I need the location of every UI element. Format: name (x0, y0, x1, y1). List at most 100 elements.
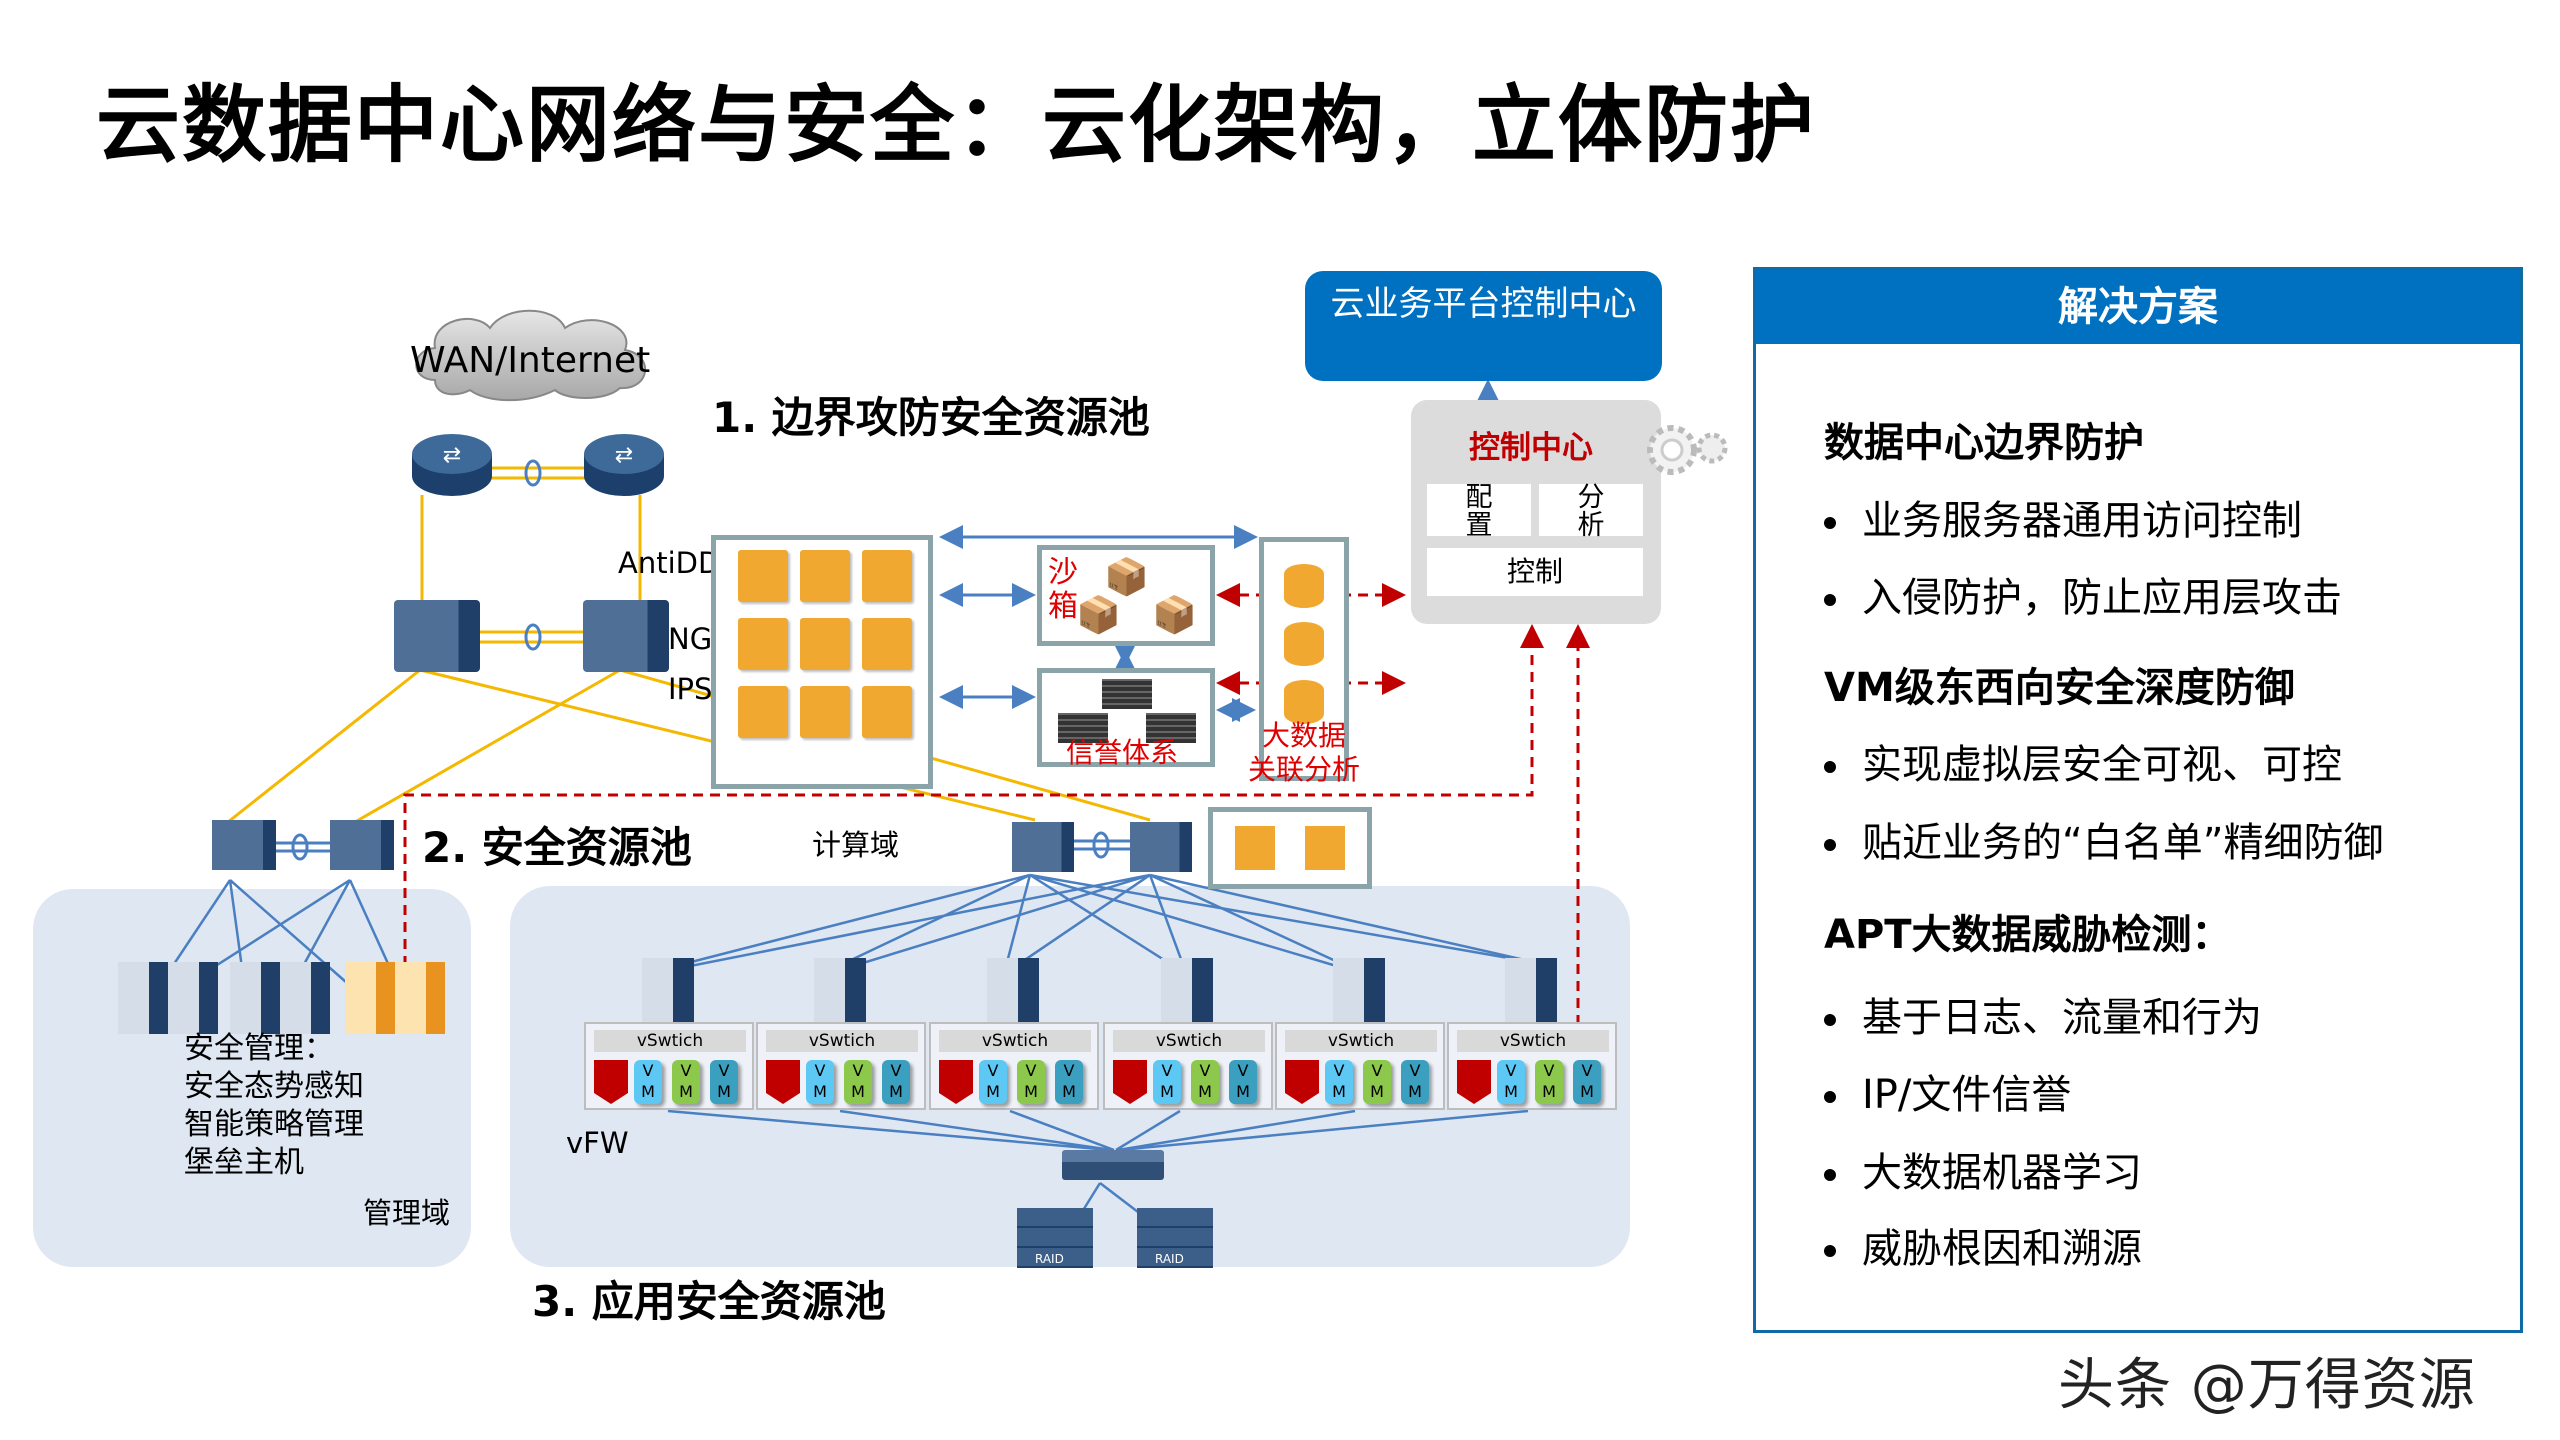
antiddos-device-icon (738, 550, 788, 602)
vm-label: V (1063, 1061, 1075, 1080)
border-security-pool (711, 535, 933, 789)
server-icon (280, 962, 330, 1034)
raid-label: RAID (1155, 1252, 1184, 1266)
control-center-box: 控制中心 配置 分析 控制 (1411, 400, 1661, 624)
vm-label: V (1409, 1061, 1421, 1080)
server-icon (1161, 958, 1213, 1026)
vfw-firewall-icon (766, 1060, 800, 1104)
server-icon (345, 962, 395, 1034)
router-icon: ⇄ (412, 434, 492, 496)
server-icon (118, 962, 168, 1034)
vm-label: M (1198, 1082, 1212, 1101)
vswitch-label: vSwtich (766, 1030, 918, 1052)
solution-panel: 解决方案 数据中心边界防护 业务服务器通用访问控制 入侵防护，防止应用层攻击 V… (1753, 267, 2523, 1333)
vm-label: M (717, 1082, 731, 1101)
vm-label: M (641, 1082, 655, 1101)
sandbox-box: 沙箱 📦 📦 📦 (1037, 545, 1215, 646)
vm-label: M (1504, 1082, 1518, 1101)
vm-label: M (851, 1082, 865, 1101)
sandbox-box-icon: 📦 (1104, 557, 1149, 598)
raid-label: RAID (1035, 1252, 1064, 1266)
mgmt-switch-icon (330, 820, 394, 870)
bullet-text: 基于日志、流量和行为 (1862, 995, 2262, 1041)
compute-domain-label: 计算域 (812, 828, 900, 862)
mgmt-text-line: 智能策略管理 (184, 1107, 364, 1142)
server-rack-icon (1102, 679, 1152, 709)
section-title: VM级东西向安全深度防御 (1824, 665, 2295, 711)
vm-label: V (1505, 1061, 1517, 1080)
vm-label: M (813, 1082, 827, 1101)
vm-label: M (1542, 1082, 1556, 1101)
ips-device-icon (1305, 826, 1345, 870)
bullet-text: 入侵防护，防止应用层攻击 (1862, 575, 2342, 621)
antiddos-device-icon (800, 550, 850, 602)
control-cell: 控制 (1427, 548, 1643, 596)
vswitch-label: vSwtich (1113, 1030, 1265, 1052)
vm-label: M (1370, 1082, 1384, 1101)
bullet-text: IP/文件信誉 (1862, 1072, 2072, 1118)
bullet-text: 贴近业务的“白名单”精细防御 (1862, 820, 2384, 866)
vm-label: M (1408, 1082, 1422, 1101)
vfw-firewall-icon (1457, 1060, 1491, 1104)
compute-security-pool (1208, 807, 1372, 889)
vm-label: V (852, 1061, 864, 1080)
bullet-item: IP/文件信誉 (1824, 1062, 2071, 1120)
server-icon (642, 958, 694, 1026)
reputation-label: 信誉体系 (1066, 736, 1179, 769)
sandbox-box-icon: 📦 (1076, 595, 1121, 636)
section-title: APT大数据威胁检测： (1824, 912, 2232, 958)
server-rack-icon (1058, 713, 1108, 743)
reputation-box: 信誉体系 (1037, 668, 1215, 769)
vswitch-label: vSwtich (1457, 1030, 1609, 1052)
bullet-icon (1824, 761, 1836, 773)
pool1-title: 1. 边界攻防安全资源池 (712, 393, 1150, 442)
analysis-cell: 分析 (1539, 484, 1643, 540)
bullet-icon (1824, 1245, 1836, 1257)
bullet-text: 威胁根因和溯源 (1862, 1226, 2142, 1272)
vm-label: V (1237, 1061, 1249, 1080)
vm-label: M (986, 1082, 1000, 1101)
router-icon: ⇄ (584, 434, 664, 496)
vfw-firewall-icon (594, 1060, 628, 1104)
pool2-title: 2. 安全资源池 (422, 823, 692, 872)
gear-icon (1647, 425, 1728, 475)
server-rack-icon (1146, 713, 1196, 743)
bigdata-box (1259, 537, 1349, 781)
database-icon (1284, 680, 1324, 724)
bullet-item: 基于日志、流量和行为 (1824, 985, 2262, 1043)
vm-label: V (1333, 1061, 1345, 1080)
database-icon (1284, 622, 1324, 666)
cloud-platform-box: 云业务平台控制中心 (1305, 271, 1662, 381)
pool3-title: 3. 应用安全资源池 (532, 1277, 886, 1326)
ips-device-icon (800, 686, 850, 738)
bullet-item: 威胁根因和溯源 (1824, 1216, 2142, 1274)
vm-label: M (679, 1082, 693, 1101)
mgmt-text-line: 堡垒主机 (184, 1145, 304, 1180)
vm-label: M (1236, 1082, 1250, 1101)
vm-label: V (642, 1061, 654, 1080)
ngfw-device-icon (1235, 826, 1275, 870)
vfw-firewall-icon (939, 1060, 973, 1104)
bullet-icon (1824, 839, 1836, 851)
bullet-icon (1824, 1014, 1836, 1026)
bullet-text: 实现虚拟层安全可视、可控 (1862, 742, 2342, 788)
ngfw-device-icon (738, 618, 788, 670)
raid-icon: RAID (1017, 1208, 1093, 1268)
bullet-icon (1824, 1169, 1836, 1181)
vm-label: V (1543, 1061, 1555, 1080)
bullet-icon (1824, 517, 1836, 529)
bullet-text: 大数据机器学习 (1862, 1150, 2142, 1196)
